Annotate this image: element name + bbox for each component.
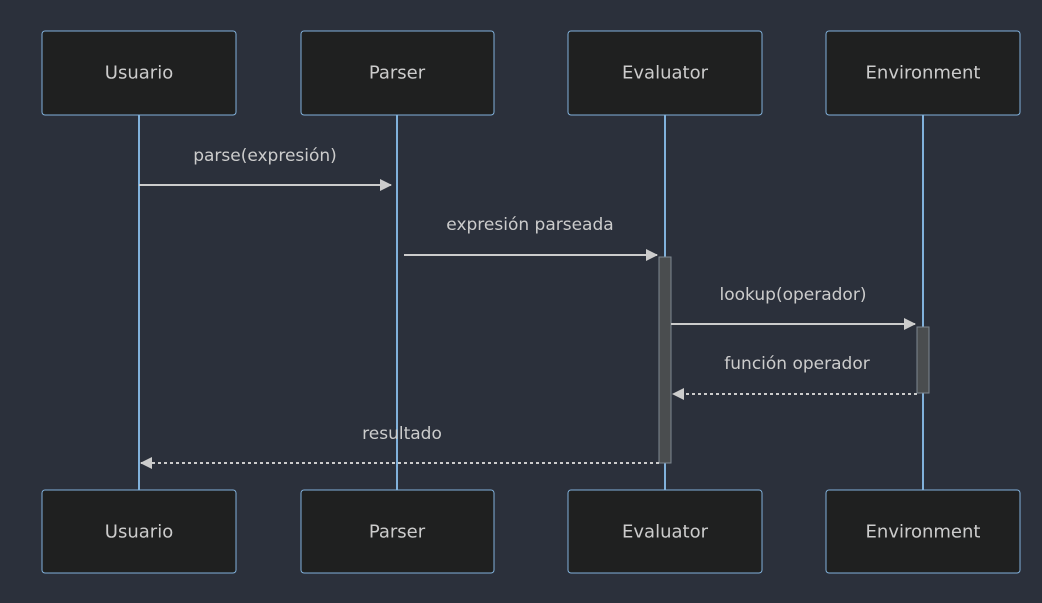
actor-label: Evaluator	[622, 63, 709, 84]
actor-label: Environment	[866, 63, 981, 84]
actor-box	[567, 30, 763, 116]
message-label: expresión parseada	[446, 215, 613, 235]
actor-parser-bottom: Parser	[300, 489, 495, 574]
actor-box	[567, 489, 763, 574]
activation-evaluator	[658, 256, 672, 464]
actors-bottom: Usuario Parser Evaluator Environment	[41, 489, 1021, 574]
actor-usuario-bottom: Usuario	[41, 489, 237, 574]
actor-box	[825, 30, 1021, 116]
actor-box	[300, 30, 495, 116]
actor-label: Usuario	[105, 522, 173, 543]
message-label: lookup(operador)	[720, 285, 867, 305]
message-label: función operador	[724, 354, 869, 374]
activation-environment	[916, 326, 930, 394]
actor-box	[300, 489, 495, 574]
actor-environment-bottom: Environment	[825, 489, 1021, 574]
actor-evaluator-top: Evaluator	[567, 30, 763, 116]
actor-parser-top: Parser	[300, 30, 495, 116]
actor-label: Environment	[866, 522, 981, 543]
actor-evaluator-bottom: Evaluator	[567, 489, 763, 574]
message-funcion-operador: función operador	[672, 354, 917, 400]
actor-label: Usuario	[105, 63, 173, 84]
actor-usuario-top: Usuario	[41, 30, 237, 116]
activation-boxes	[658, 256, 930, 464]
message-label: resultado	[362, 424, 442, 444]
actor-label: Evaluator	[622, 522, 709, 543]
message-parse: parse(expresión)	[139, 146, 392, 191]
message-expresion-parseada: expresión parseada	[404, 215, 658, 261]
messages: parse(expresión) expresión parseada look…	[139, 146, 917, 469]
actor-box	[41, 489, 237, 574]
message-label: parse(expresión)	[193, 146, 337, 166]
actors-top: Usuario Parser Evaluator Environment	[41, 30, 1021, 116]
message-lookup: lookup(operador)	[671, 285, 916, 330]
actor-environment-top: Environment	[825, 30, 1021, 116]
message-resultado: resultado	[140, 424, 659, 469]
actor-box	[825, 489, 1021, 574]
actor-label: Parser	[369, 63, 426, 84]
actor-box	[41, 30, 237, 116]
actor-label: Parser	[369, 522, 426, 543]
